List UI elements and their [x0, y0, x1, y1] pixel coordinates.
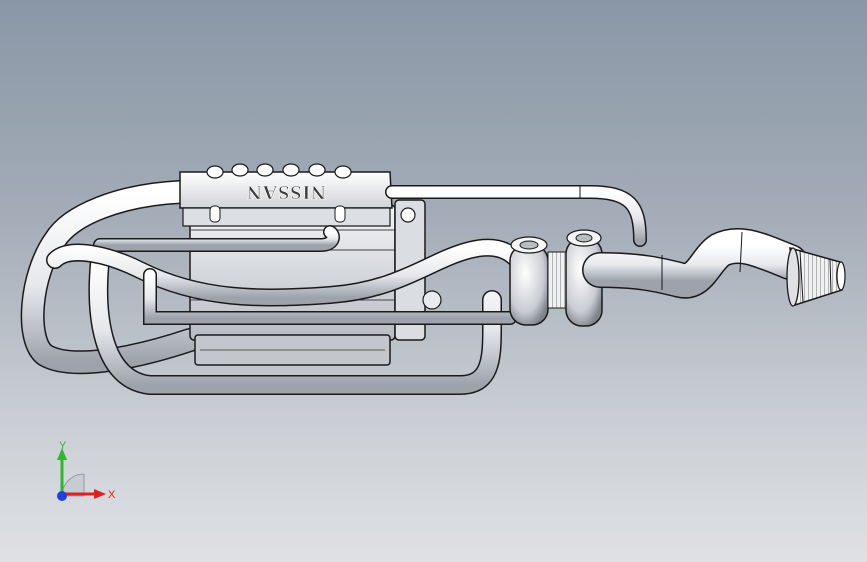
upper-charge-pipe [385, 185, 647, 247]
x-axis-arrowhead [94, 489, 106, 499]
nissan-logo-text: NISSAN [246, 181, 325, 203]
turbocharger-left [509, 236, 549, 326]
z-axis-dot [57, 491, 67, 501]
cover-bolts [209, 205, 346, 223]
valve-cover: NISSAN [179, 163, 393, 227]
cone-air-filter [786, 246, 846, 307]
lower-return-pipe [88, 250, 502, 395]
intake-runner [93, 225, 340, 252]
y-axis-label: Y [59, 440, 67, 452]
middle-s-pipe [46, 238, 524, 307]
orientation-triad: Y X [57, 440, 116, 501]
intake-outlet-pipe [582, 228, 808, 299]
y-axis-arrowhead [57, 448, 67, 460]
x-axis-label: X [108, 489, 116, 501]
lower-straight-pipe [143, 268, 517, 325]
spark-plug-wells [206, 163, 352, 179]
